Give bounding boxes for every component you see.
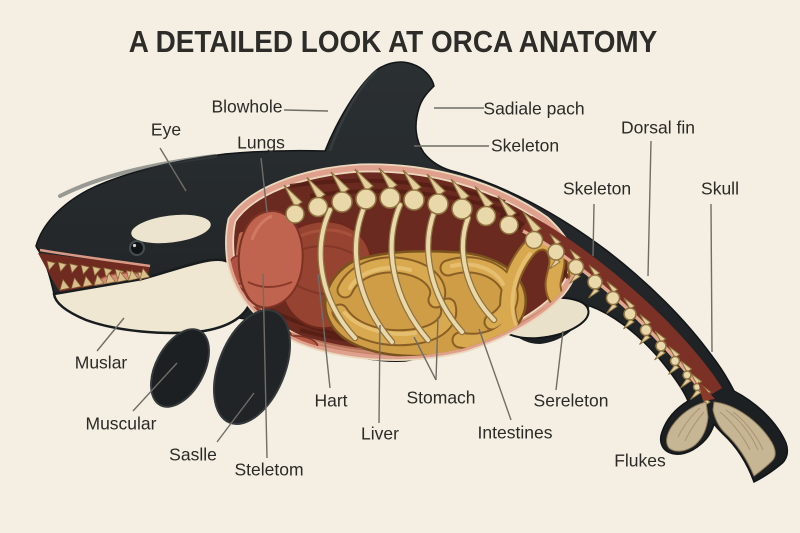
leader-lungs [260, 157, 268, 213]
eye-patch [131, 214, 211, 244]
leader-muslar [96, 317, 125, 352]
gum-line [39, 248, 151, 268]
label-hart: Hart [314, 390, 348, 411]
label-flukes: Flukes [614, 450, 666, 471]
label-intestines: Intestines [477, 422, 553, 443]
leader-skull [710, 203, 713, 353]
leader-skeleton-tail [592, 203, 595, 257]
label-saslle: Saslle [169, 444, 217, 465]
eye [129, 240, 145, 256]
label-lungs: Lungs [237, 132, 285, 153]
chin-white-patch [52, 258, 253, 335]
leader-intestines [478, 328, 512, 421]
leader-liver [378, 324, 381, 424]
leader-muscular [132, 362, 178, 412]
head-highlight [58, 154, 217, 198]
page-title: A DETAILED LOOK AT ORCA ANATOMY [128, 24, 658, 59]
ribs [317, 201, 498, 346]
pectoral-flipper-front [150, 328, 210, 408]
leader-saslle [216, 392, 255, 443]
tail-flukes [666, 381, 776, 477]
leader-stomach-right [435, 316, 439, 381]
leader-eye [159, 147, 187, 192]
label-blowhole: Blowhole [211, 96, 283, 117]
label-stomach: Stomach [406, 387, 476, 408]
label-liver: Liver [361, 423, 399, 444]
leader-steletom [262, 273, 268, 459]
label-skull: Skull [701, 178, 739, 199]
label-skeleton-tail: Skeleton [562, 178, 632, 199]
label-dorsal-fin: Dorsal fin [621, 117, 695, 138]
label-sereleton: Sereleton [533, 390, 609, 411]
pectoral-flipper-rear [213, 309, 291, 425]
dorsal-fin-edge [328, 69, 378, 152]
leader-stomach-left [413, 336, 437, 381]
label-eye: Eye [150, 119, 182, 140]
label-steletom: Steletom [234, 459, 304, 480]
leader-dorsal-fin [647, 140, 652, 277]
leader-blowhole [283, 109, 329, 112]
leader-hart [317, 273, 331, 389]
label-muslar: Muslar [74, 352, 128, 373]
leader-lines [96, 107, 713, 459]
label-skeleton-fin: Skeleton [490, 135, 560, 156]
lower-teeth [59, 267, 151, 291]
leader-sereleton [555, 330, 564, 391]
lungs-organ [237, 210, 304, 309]
label-saddle-patch: Sadiale pach [483, 98, 585, 119]
label-muscular: Muscular [85, 413, 157, 434]
